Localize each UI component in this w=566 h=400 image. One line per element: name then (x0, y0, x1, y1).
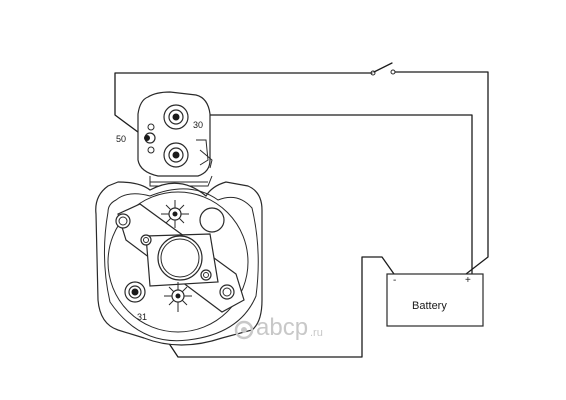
battery-box (386, 273, 484, 327)
battery-label: Battery (412, 300, 447, 312)
wire-30-to-battery-plus (187, 114, 473, 275)
battery-minus-label: - (393, 275, 397, 286)
terminal-31-label: 31 (137, 312, 148, 322)
watermark-suffix: .ru (310, 327, 323, 339)
wire-31-to-battery-minus (134, 256, 395, 358)
watermark-logo (234, 320, 254, 340)
battery-plus-label: + (465, 275, 471, 286)
switch-lever (373, 62, 393, 73)
terminal-30-label: 30 (193, 120, 204, 130)
terminal-50-label: 50 (116, 134, 127, 144)
switch-contact-left (370, 70, 376, 76)
wire-switch-to-battery-plus (394, 71, 489, 275)
brush-star-bottom (164, 282, 192, 312)
brush-star-top (161, 200, 189, 228)
solenoid (137, 91, 213, 187)
center-bore (157, 235, 203, 281)
starter-flange (95, 181, 263, 346)
watermark-brand: abcp (256, 314, 309, 341)
wire-50-to-switch (114, 72, 373, 139)
wiring (114, 62, 489, 358)
